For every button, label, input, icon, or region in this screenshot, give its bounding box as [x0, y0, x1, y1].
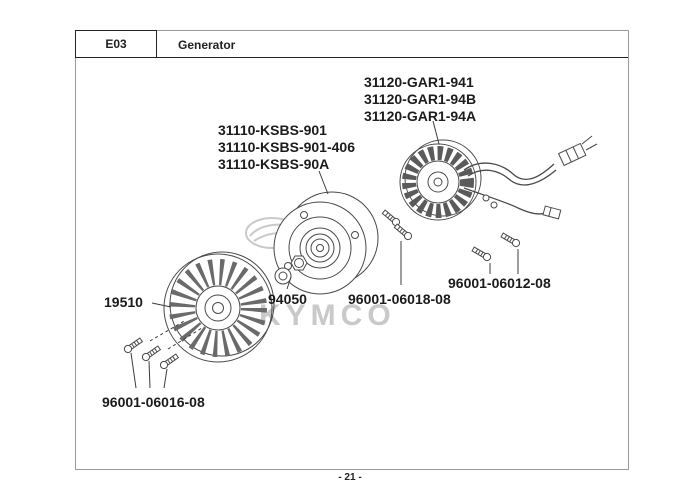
page-number: - 21 - — [338, 472, 362, 483]
flywheel-drawing — [163, 251, 275, 363]
stator-drawing — [399, 139, 482, 221]
part-number: 31120-GAR1-94A — [364, 108, 477, 124]
connector-large-icon — [557, 142, 587, 167]
part-number: 31110-KSBS-901 — [218, 122, 327, 138]
bolt-group-flywheel — [380, 208, 414, 242]
drawing-area: KYMCO — [76, 58, 628, 469]
nut-drawing — [290, 255, 308, 271]
kymco-watermark-text: KYMCO — [259, 299, 396, 332]
part-number: 31120-GAR1-941 — [364, 74, 474, 90]
part-label-stator-plate: 31120-GAR1-941 31120-GAR1-94B 31120-GAR1… — [364, 74, 476, 125]
connector-small-icon — [542, 205, 562, 220]
sheet-header: E03 Generator — [75, 30, 628, 58]
part-number: 31110-KSBS-901-406 — [218, 139, 355, 155]
exploded-diagram — [122, 120, 598, 389]
part-label-nut: 94050 — [268, 291, 307, 307]
part-label-bolt-fan: 96001-06016-08 — [102, 394, 205, 410]
washer-drawing — [274, 267, 292, 285]
section-title: Generator — [178, 37, 236, 52]
wire-harness-drawing — [463, 135, 598, 220]
bolt-group-plate — [470, 231, 522, 263]
part-number: 31110-KSBS-90A — [218, 156, 330, 172]
part-number: 31120-GAR1-94B — [364, 91, 477, 107]
part-label-bolt-plate: 96001-06012-08 — [448, 275, 551, 291]
section-code: E03 — [105, 37, 127, 51]
part-label-flywheel: 19510 — [104, 294, 143, 310]
leader-lines — [130, 120, 519, 389]
part-label-bolt-flywheel: 96001-06018-08 — [348, 291, 451, 307]
sheet-frame: E03 Generator KYMCO — [75, 30, 629, 470]
section-code-box: E03 — [75, 30, 157, 58]
part-label-stator: 31110-KSBS-901 31110-KSBS-901-406 31110-… — [218, 122, 355, 173]
rotor-drawing — [273, 191, 379, 295]
